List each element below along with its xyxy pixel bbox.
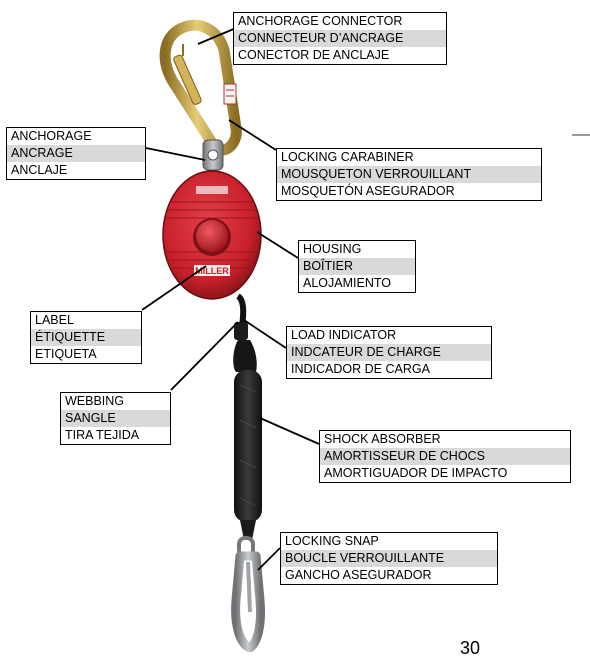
callout-anchorage-connector: ANCHORAGE CONNECTOR CONNECTEUR D’ANCRAGE…: [233, 12, 447, 65]
callout-es: TIRA TEJIDA: [61, 427, 170, 444]
callout-fr: AMORTISSEUR DE CHOCS: [320, 448, 570, 465]
callout-webbing: WEBBING SANGLE TIRA TEJIDA: [60, 392, 171, 445]
callout-fr: BOUCLE VERROUILLANTE: [281, 550, 497, 567]
anchorage-swivel-graphic: [203, 140, 223, 170]
callout-label: LABEL ÉTIQUETTE ETIQUETA: [30, 311, 142, 364]
callout-fr: ÉTIQUETTE: [31, 329, 141, 346]
callout-fr: BOÎTIER: [299, 258, 415, 275]
callout-en: LOCKING CARABINER: [277, 149, 541, 166]
callout-fr: ANCRAGE: [7, 145, 145, 162]
locking-snap-graphic: [236, 538, 261, 648]
carabiner-graphic: [165, 25, 236, 150]
callout-shock-absorber: SHOCK ABSORBER AMORTISSEUR DE CHOCS AMOR…: [319, 430, 571, 483]
callout-fr: SANGLE: [61, 410, 170, 427]
callout-fr: INDCATEUR DE CHARGE: [287, 344, 491, 361]
callout-en: ANCHORAGE CONNECTOR: [234, 13, 446, 30]
callout-es: GANCHO ASEGURADOR: [281, 567, 497, 584]
callout-es: ALOJAMIENTO: [299, 275, 415, 292]
device-brand-label: MILLER: [195, 266, 229, 276]
callout-en: HOUSING: [299, 241, 415, 258]
callout-es: CONECTOR DE ANCLAJE: [234, 47, 446, 64]
callout-en: LOAD INDICATOR: [287, 327, 491, 344]
callout-fr: MOUSQUETON VERROUILLANT: [277, 166, 541, 183]
callout-fr: CONNECTEUR D’ANCRAGE: [234, 30, 446, 47]
callout-locking-carabiner: LOCKING CARABINER MOUSQUETON VERROUILLAN…: [276, 148, 542, 201]
callout-locking-snap: LOCKING SNAP BOUCLE VERROUILLANTE GANCHO…: [280, 532, 498, 585]
callout-es: ETIQUETA: [31, 346, 141, 363]
callout-en: LABEL: [31, 312, 141, 329]
shock-absorber-graphic: [233, 296, 262, 540]
page-number: 30: [460, 638, 480, 659]
callout-housing: HOUSING BOÎTIER ALOJAMIENTO: [298, 240, 416, 293]
housing-graphic: MILLER: [163, 171, 261, 299]
callout-anchorage: ANCHORAGE ANCRAGE ANCLAJE: [6, 127, 146, 180]
callout-en: LOCKING SNAP: [281, 533, 497, 550]
callout-load-indicator: LOAD INDICATOR INDCATEUR DE CHARGE INDIC…: [286, 326, 492, 379]
callout-es: ANCLAJE: [7, 162, 145, 179]
callout-es: INDICADOR DE CARGA: [287, 361, 491, 378]
callout-en: WEBBING: [61, 393, 170, 410]
callout-es: MOSQUETÓN ASEGURADOR: [277, 183, 541, 200]
callout-es: AMORTIGUADOR DE IMPACTO: [320, 465, 570, 482]
callout-en: ANCHORAGE: [7, 128, 145, 145]
callout-en: SHOCK ABSORBER: [320, 431, 570, 448]
